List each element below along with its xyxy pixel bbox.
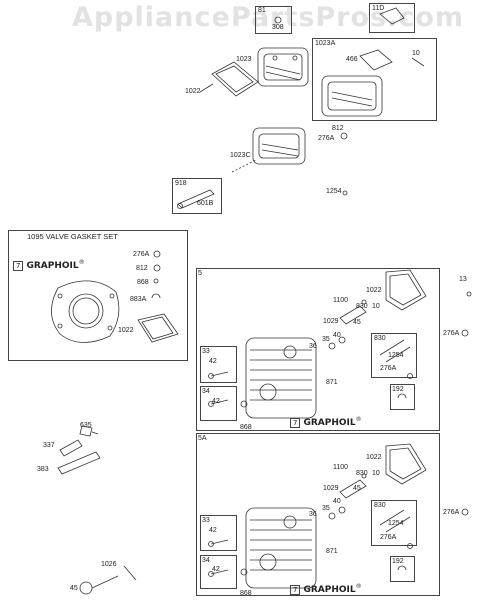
part-1254-top: 1254 [326, 188, 342, 195]
box-33-lower [200, 515, 237, 551]
valve-cover-1023c [252, 127, 306, 165]
part-883a-gasket: 883A [130, 296, 147, 303]
label-34-upper: 34 [202, 388, 210, 395]
part-1022-gasket: 1022 [118, 327, 134, 334]
box-192-lower [390, 556, 415, 582]
label-5a: 5A [198, 435, 207, 442]
label-918: 918 [175, 180, 187, 187]
part-42-upper: 42 [209, 358, 217, 365]
label-33-lower: 33 [202, 517, 210, 524]
part-871-lower: 871 [326, 548, 338, 555]
part-276a-top: 276A [318, 135, 335, 142]
box-830-upper [371, 333, 417, 378]
part-40-lower: 40 [333, 498, 341, 505]
part-1022-top: 1022 [185, 88, 201, 95]
valve-cover-1023 [257, 47, 309, 87]
part-45-lower: 45 [353, 485, 361, 492]
part-601b: 601B [197, 200, 214, 207]
part-868-upper: 868 [240, 424, 252, 431]
box-valve-gasket-set [8, 230, 188, 361]
box-1023a [312, 38, 437, 121]
box-33-upper [200, 346, 237, 383]
part-40-upper: 40 [333, 332, 341, 339]
part-276a-upper: 276A [380, 365, 397, 372]
part-1254-lower: 1254 [388, 520, 404, 527]
box-81 [255, 6, 292, 34]
part-1254-upper: 1254 [388, 352, 404, 359]
part-35-lower: 35 [322, 505, 330, 512]
spark-plug-parts [57, 425, 101, 475]
box-11d [369, 3, 415, 33]
part-868-gasket: 868 [137, 279, 149, 286]
label-5: 5 [198, 270, 202, 277]
part-830-upper: 830 [356, 303, 368, 310]
part-1022-lower: 1022 [366, 454, 382, 461]
valve-cover-1023a [321, 49, 393, 117]
box-918 [172, 178, 222, 214]
box-830-lower [371, 500, 417, 546]
part-466: 466 [346, 56, 358, 63]
label-830-lower: 830 [374, 502, 386, 509]
part-1023: 1023 [236, 56, 252, 63]
part-812-top: 812 [332, 125, 344, 132]
part-35-upper: 35 [322, 336, 330, 343]
part-1100-upper: 1100 [333, 297, 349, 304]
label-192-upper: 192 [392, 386, 404, 393]
box-assembly-5 [196, 268, 440, 431]
part-10-upper: 10 [372, 303, 380, 310]
box-34-lower [200, 555, 237, 589]
label-192-lower: 192 [392, 558, 404, 565]
part-871-upper: 871 [326, 379, 338, 386]
part-812-gasket: 812 [136, 265, 148, 272]
part-42b-lower: 42 [212, 566, 220, 573]
part-13: 13 [459, 276, 467, 283]
part-45-left: 45 [70, 585, 78, 592]
part-383: 383 [37, 466, 49, 473]
cylinder-head-upper [245, 269, 427, 419]
part-635: 635 [80, 422, 92, 429]
label-1023a: 1023A [315, 40, 336, 47]
watermark: AppliancePartsPros.com [72, 2, 465, 33]
part-1026: 1026 [101, 561, 117, 568]
part-10-lower: 10 [372, 470, 380, 477]
part-1023c: 1023C [230, 152, 251, 159]
part-276a-gasket: 276A [133, 251, 150, 258]
label-34-lower: 34 [202, 557, 210, 564]
part-276a-right-2: 276A [443, 509, 460, 516]
head-gasket-icon [51, 280, 120, 343]
part-42-lower: 42 [209, 527, 217, 534]
box-192-upper [390, 384, 415, 410]
part-36-lower: 36 [309, 511, 317, 518]
part-830-lower: 830 [356, 470, 368, 477]
part-276a-right-1: 276A [443, 330, 460, 337]
part-10-top: 10 [412, 50, 420, 57]
part-1029-lower: 1029 [323, 485, 339, 492]
part-45-upper: 45 [353, 319, 361, 326]
part-1022-upper: 1022 [366, 287, 382, 294]
box-assembly-5a [196, 433, 440, 596]
part-1100-lower: 1100 [333, 464, 349, 471]
box-34-upper [200, 386, 237, 421]
part-36-upper: 36 [309, 343, 317, 350]
part-1029-upper: 1029 [323, 318, 339, 325]
part-276a-lower: 276A [380, 534, 397, 541]
label-81: 81 [258, 7, 266, 14]
label-81-ref: 308 [272, 24, 284, 31]
label-33-upper: 33 [202, 348, 210, 355]
label-11d: 11D [372, 5, 385, 12]
part-42b-upper: 42 [212, 398, 220, 405]
gasket-set-title: 1095 VALVE GASKET SET [27, 232, 118, 241]
cylinder-head-lower [245, 443, 427, 589]
part-337: 337 [43, 442, 55, 449]
gasket-1022-top [211, 61, 259, 97]
label-830-upper: 830 [374, 335, 386, 342]
part-868-lower: 868 [240, 590, 252, 597]
